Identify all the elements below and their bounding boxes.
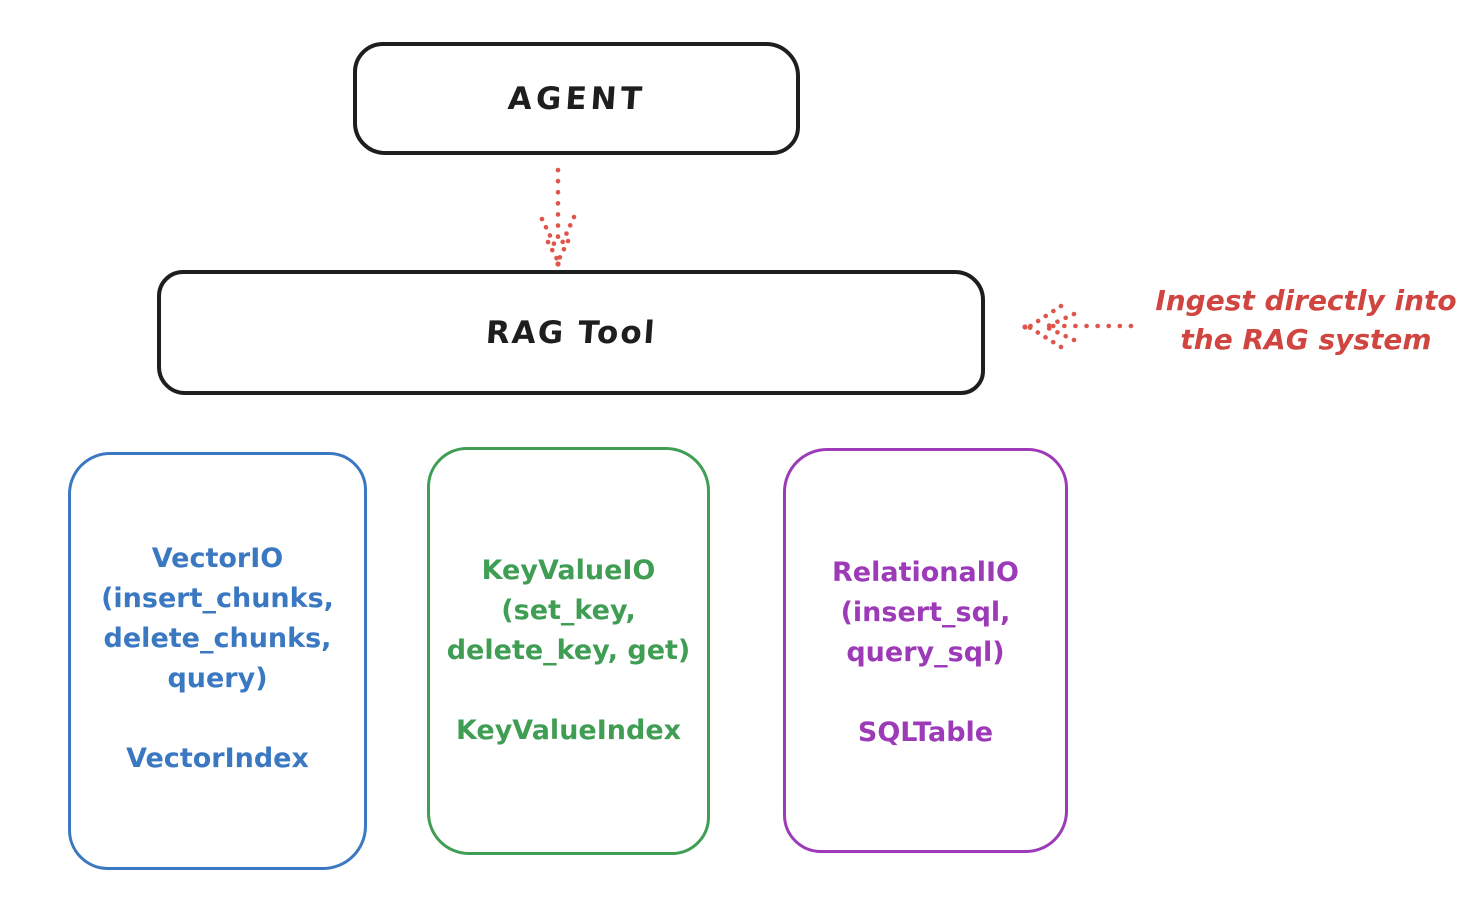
vectorio-methods-line1: (insert_chunks, <box>101 583 334 614</box>
ragtool-node: RAG Tool <box>157 270 985 395</box>
vectorio-index-label: VectorIndex <box>126 743 309 774</box>
annotation-to-ragtool-arrow <box>1022 303 1134 350</box>
agent-to-ragtool-arrow <box>539 167 577 267</box>
keyvalueio-methods-line2: delete_key, get) <box>446 635 691 666</box>
ragtool-label: RAG Tool <box>484 314 658 351</box>
keyvalueio-methods-line1: (set_key, <box>501 595 636 626</box>
agent-label: AGENT <box>506 80 647 117</box>
vectorio-methods-line2: delete_chunks, <box>103 623 332 654</box>
relationalio-title: RelationalIO <box>832 557 1019 588</box>
ingest-annotation-line1: Ingest directly into <box>1155 284 1457 317</box>
vectorio-title: VectorIO <box>151 543 284 574</box>
relationalio-index-label: SQLTable <box>857 717 994 748</box>
keyvalueio-index-label: KeyValueIndex <box>455 715 682 746</box>
ingest-annotation: Ingest directly into the RAG system <box>1138 281 1474 359</box>
ingest-annotation-line2: the RAG system <box>1180 323 1432 356</box>
vectorio-methods-line3: query) <box>167 663 268 694</box>
relationalio-methods-line1: (insert_sql, <box>840 597 1011 628</box>
relationalio-methods-line2: query_sql) <box>846 637 1005 668</box>
agent-node: AGENT <box>353 42 800 155</box>
vectorio-node: VectorIO (insert_chunks, delete_chunks, … <box>68 452 367 870</box>
keyvalueio-title: KeyValueIO <box>481 555 656 586</box>
keyvalueio-node: KeyValueIO (set_key, delete_key, get) Ke… <box>427 447 710 855</box>
relationalio-node: RelationalIO (insert_sql, query_sql) SQL… <box>783 448 1068 853</box>
